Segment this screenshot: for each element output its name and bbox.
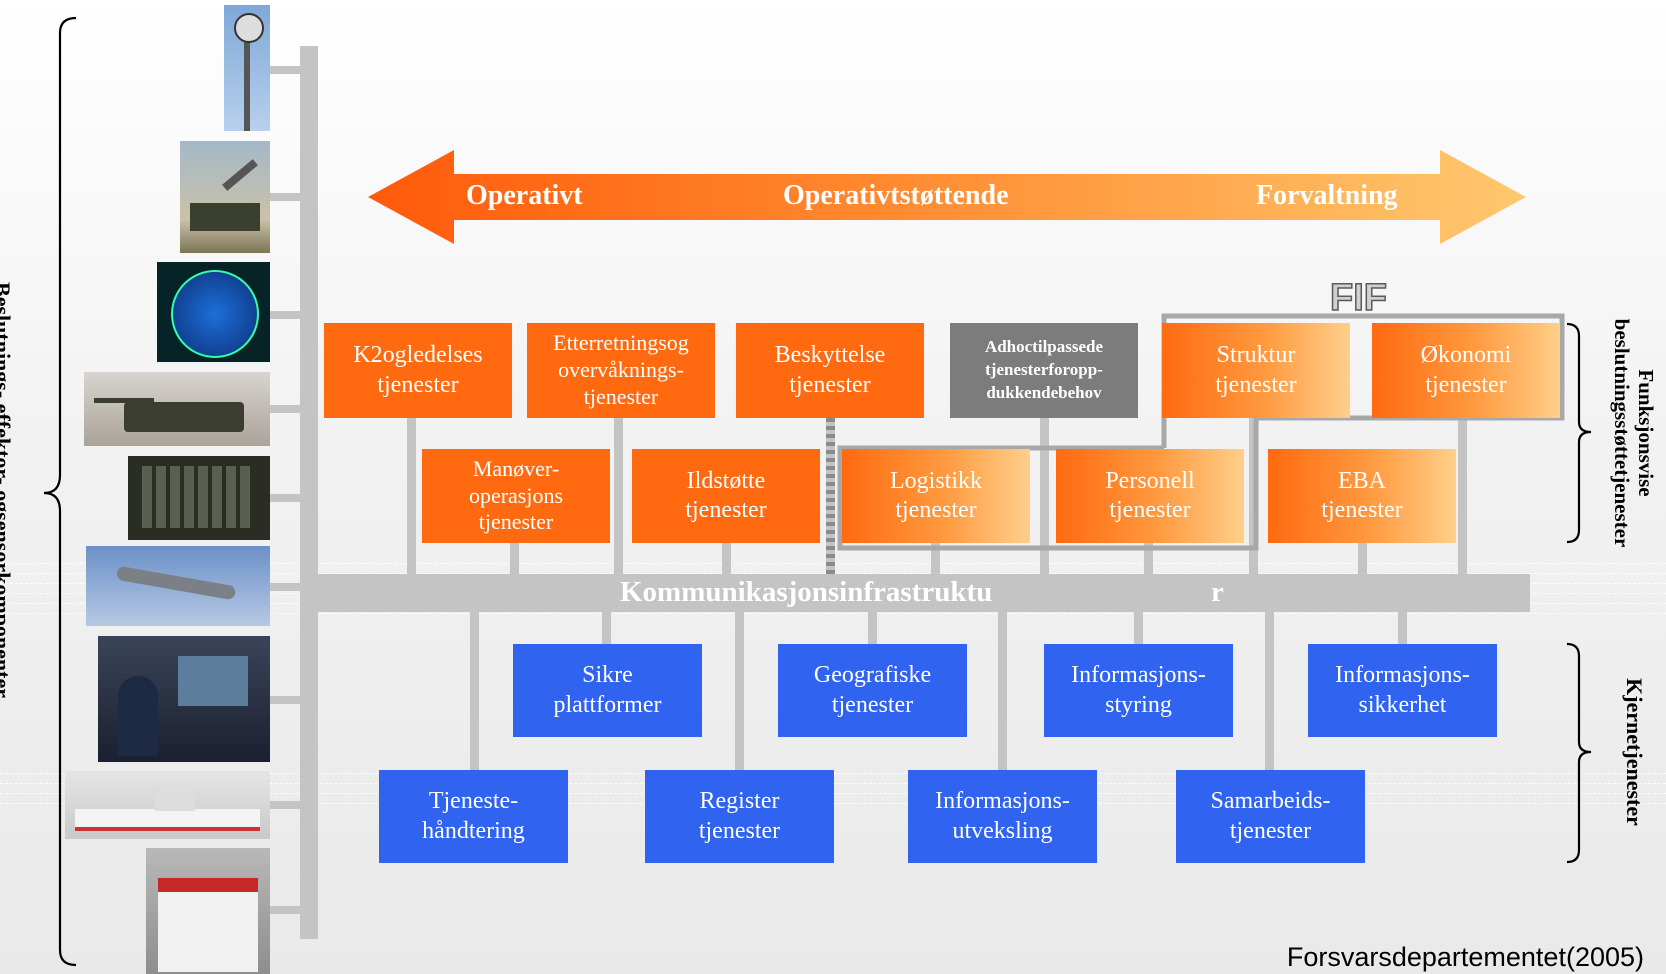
connector <box>270 311 302 319</box>
stem <box>1040 418 1049 576</box>
background-line <box>0 613 1666 614</box>
connector <box>270 405 302 413</box>
arrow-label-operativt: Operativt <box>466 180 583 211</box>
stem <box>1458 418 1467 576</box>
geografiske-tjenester-box: Geografiske tjenester <box>778 644 967 737</box>
informasjonsutveksling-box: Informasjons- utveksling <box>908 770 1097 863</box>
antenna-mast-image <box>224 5 270 131</box>
kommunikasjon-bar <box>316 574 1530 612</box>
arrow-label-operativtstottende: Operativtstøttende <box>783 180 1009 211</box>
radar-screen-image <box>157 262 270 362</box>
arrow-label-forvaltning: Forvaltning <box>1256 180 1398 211</box>
sikre-plattformer-box: Sikre plattformer <box>513 644 702 737</box>
stem <box>1358 543 1367 576</box>
connector <box>270 193 302 201</box>
battle-tank-image <box>84 372 270 446</box>
stem <box>1134 610 1143 644</box>
ambulance-image <box>146 848 270 974</box>
stem <box>1144 543 1153 576</box>
field-keypad-terminal-image <box>128 456 270 540</box>
operativt-forvaltning-arrow <box>368 150 1526 244</box>
eba-box: EBA tjenester <box>1268 449 1456 543</box>
connector <box>270 696 302 704</box>
stem <box>470 610 479 770</box>
etterretning-box: Etterretningsog overvåknings- tjenester <box>527 323 715 418</box>
struktur-box: Struktur tjenester <box>1162 323 1350 418</box>
right-brace-lower <box>1566 642 1592 864</box>
stem <box>998 610 1007 770</box>
right-brace-upper <box>1566 322 1592 544</box>
informasjonssikkerhet-box: Informasjons- sikkerhet <box>1308 644 1497 737</box>
kjernetjenester-label: Kjernetjenester <box>1622 678 1647 826</box>
samarbeidstjenester-box: Samarbeids- tjenester <box>1176 770 1365 863</box>
source-citation: Forsvarsdepartementet(2005) <box>1286 942 1644 972</box>
stem <box>931 543 940 576</box>
kommunikasjon-label-end: r <box>1211 576 1224 608</box>
control-room-operator-image <box>98 636 270 762</box>
right-label-upper-line2: beslutningsstøttetjenester <box>1610 318 1634 548</box>
stem <box>614 418 623 576</box>
okonomi-box: Økonomi tjenester <box>1372 323 1560 418</box>
connector <box>270 906 302 914</box>
logistikk-box: Logistikk tjenester <box>842 449 1030 543</box>
stem <box>1265 610 1274 770</box>
beskyttelse-box: Beskyttelse tjenester <box>736 323 924 418</box>
stem <box>602 610 611 644</box>
fighter-jet-image <box>86 546 270 626</box>
kommunikasjon-label: Kommunikasjonsinfrastruktu <box>620 576 993 608</box>
stem <box>826 418 835 576</box>
right-label-upper-line1: Funksjonsvise <box>1634 369 1658 497</box>
missile-launcher-image <box>180 141 270 253</box>
left-brace <box>43 16 77 967</box>
stem <box>735 610 744 770</box>
stem <box>722 543 731 576</box>
stem <box>868 610 877 644</box>
vertical-spine <box>300 46 318 939</box>
coast-guard-ship-image <box>65 771 270 839</box>
manover-box: Manøver- operasjons tjenester <box>422 449 610 543</box>
stem <box>407 418 416 576</box>
connector <box>270 583 302 591</box>
connector <box>270 66 302 74</box>
tjenestehandtering-box: Tjeneste- håndtering <box>379 770 568 863</box>
ad-hoc-box: Adhoctilpassede tjenesterforopp- dukkend… <box>950 323 1138 418</box>
k2-ledelses-box: K2ogledelses tjenester <box>324 323 512 418</box>
stem <box>510 543 519 576</box>
ildstotte-box: Ildstøtte tjenester <box>632 449 820 543</box>
fif-label: FIF <box>1329 276 1387 320</box>
connector <box>270 494 302 502</box>
personell-box: Personell tjenester <box>1056 449 1244 543</box>
register-tjenester-box: Register tjenester <box>645 770 834 863</box>
informasjonsstyring-box: Informasjons- styring <box>1044 644 1233 737</box>
connector <box>270 801 302 809</box>
fif-outline <box>837 313 1565 551</box>
stem <box>1398 610 1407 644</box>
